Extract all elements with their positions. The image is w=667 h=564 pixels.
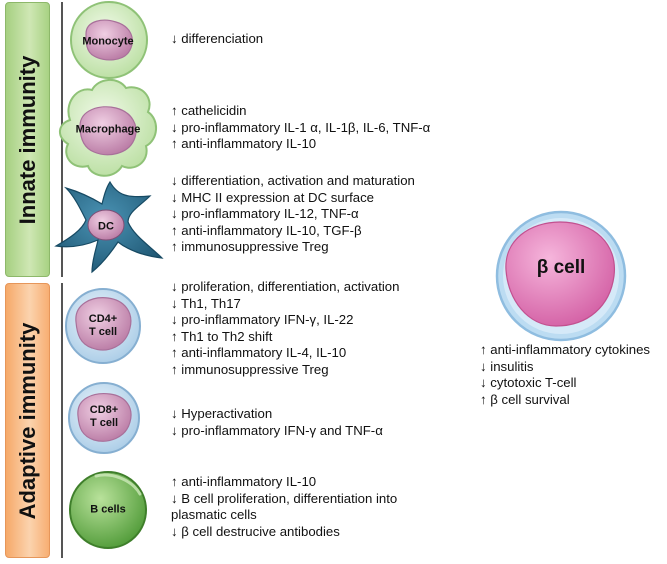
b-cells-label: B cells — [90, 503, 126, 516]
effect-line: ↓ pro-inflammatory IL-1 α, IL-1β, IL-6, … — [171, 119, 431, 135]
effect-line: ↑ immunosuppressive Treg — [171, 239, 329, 255]
monocyte-effects: ↓ differenciation — [171, 31, 263, 48]
effect-line: ↑ anti-inflammatory IL-10 — [171, 136, 317, 152]
macrophage-label: Macrophage — [75, 123, 141, 136]
macrophage-effects: ↑ cathelicidin ↓ pro-inflammatory IL-1 α… — [171, 103, 430, 153]
cd4-effects: ↓ proliferation, differentiation, activa… — [171, 279, 399, 379]
dc-label: DC — [98, 220, 114, 233]
effect-line: ↑ immunosuppressive Treg — [171, 361, 329, 377]
effect-line: ↓ cytotoxic T-cell — [480, 375, 577, 391]
effect-line: ↓ pro-inflammatory IFN-γ and TNF-α — [171, 422, 383, 438]
b-cells-effects: ↑ anti-inflammatory IL-10 ↓ B cell proli… — [171, 474, 397, 540]
effect-line: ↑ Th1 to Th2 shift — [171, 328, 273, 344]
adaptive-divider-line — [61, 283, 63, 558]
effect-line: ↑ anti-inflammatory IL-10, TGF-β — [171, 222, 362, 238]
effect-line: ↓ Th1, Th17 — [171, 295, 241, 311]
cd8-effects: ↓ Hyperactivation ↓ pro-inflammatory IFN… — [171, 406, 383, 439]
effect-line: ↓ MHC II expression at DC surface — [171, 189, 375, 205]
macrophage-cell — [59, 79, 157, 177]
cd8-label-line2: T cell — [89, 417, 119, 429]
cd8-t-cell-label: CD8+ T cell — [90, 404, 118, 430]
monocyte-cell — [70, 1, 148, 79]
beta-cell-label: β cell — [536, 257, 586, 278]
dc-effects: ↓ differentiation, activation and matura… — [171, 173, 415, 256]
cd4-t-cell-label: CD4+ T cell — [89, 313, 117, 339]
effect-line: ↑ anti-inflammatory IL-4, IL-10 — [171, 345, 347, 361]
effect-line: plasmatic cells — [171, 507, 257, 523]
cd8-t-cell — [68, 382, 140, 454]
effect-line: ↓ B cell proliferation, differentiation … — [171, 490, 398, 506]
cd8-label-line1: CD8+ — [89, 404, 119, 416]
dendritic-cell — [54, 180, 164, 274]
beta-cell — [495, 210, 627, 342]
cd4-t-cell — [65, 288, 141, 364]
b-cell — [69, 471, 147, 549]
innate-immunity-bar: Innate immunity — [5, 2, 50, 277]
cd4-label-line2: T cell — [88, 326, 118, 338]
effect-line: ↓ pro-inflammatory IFN-γ, IL-22 — [171, 312, 354, 328]
effect-line: ↑ β cell survival — [480, 391, 570, 407]
effect-line: ↓ pro-inflammatory IL-12, TNF-α — [171, 206, 359, 222]
effect-line: ↑ anti-inflammatory IL-10 — [171, 474, 317, 489]
effect-line: ↑ anti-inflammatory cytokines — [480, 342, 651, 357]
effect-line: ↓ differenciation — [171, 31, 264, 46]
cd4-label-line1: CD4+ — [88, 313, 118, 325]
effect-line: ↓ proliferation, differentiation, activa… — [171, 279, 400, 294]
effect-line: ↓ Hyperactivation — [171, 406, 273, 421]
effect-line: ↓ differentiation, activation and matura… — [171, 173, 415, 188]
effect-line: ↑ cathelicidin — [171, 103, 247, 118]
effect-line: ↓ β cell destrucive antibodies — [171, 523, 340, 539]
monocyte-label: Monocyte — [82, 35, 134, 48]
beta-cell-effects: ↑ anti-inflammatory cytokines ↓ insuliti… — [480, 342, 650, 408]
effect-line: ↓ insulitis — [480, 358, 534, 374]
adaptive-immunity-bar: Adaptive immunity — [5, 283, 50, 558]
